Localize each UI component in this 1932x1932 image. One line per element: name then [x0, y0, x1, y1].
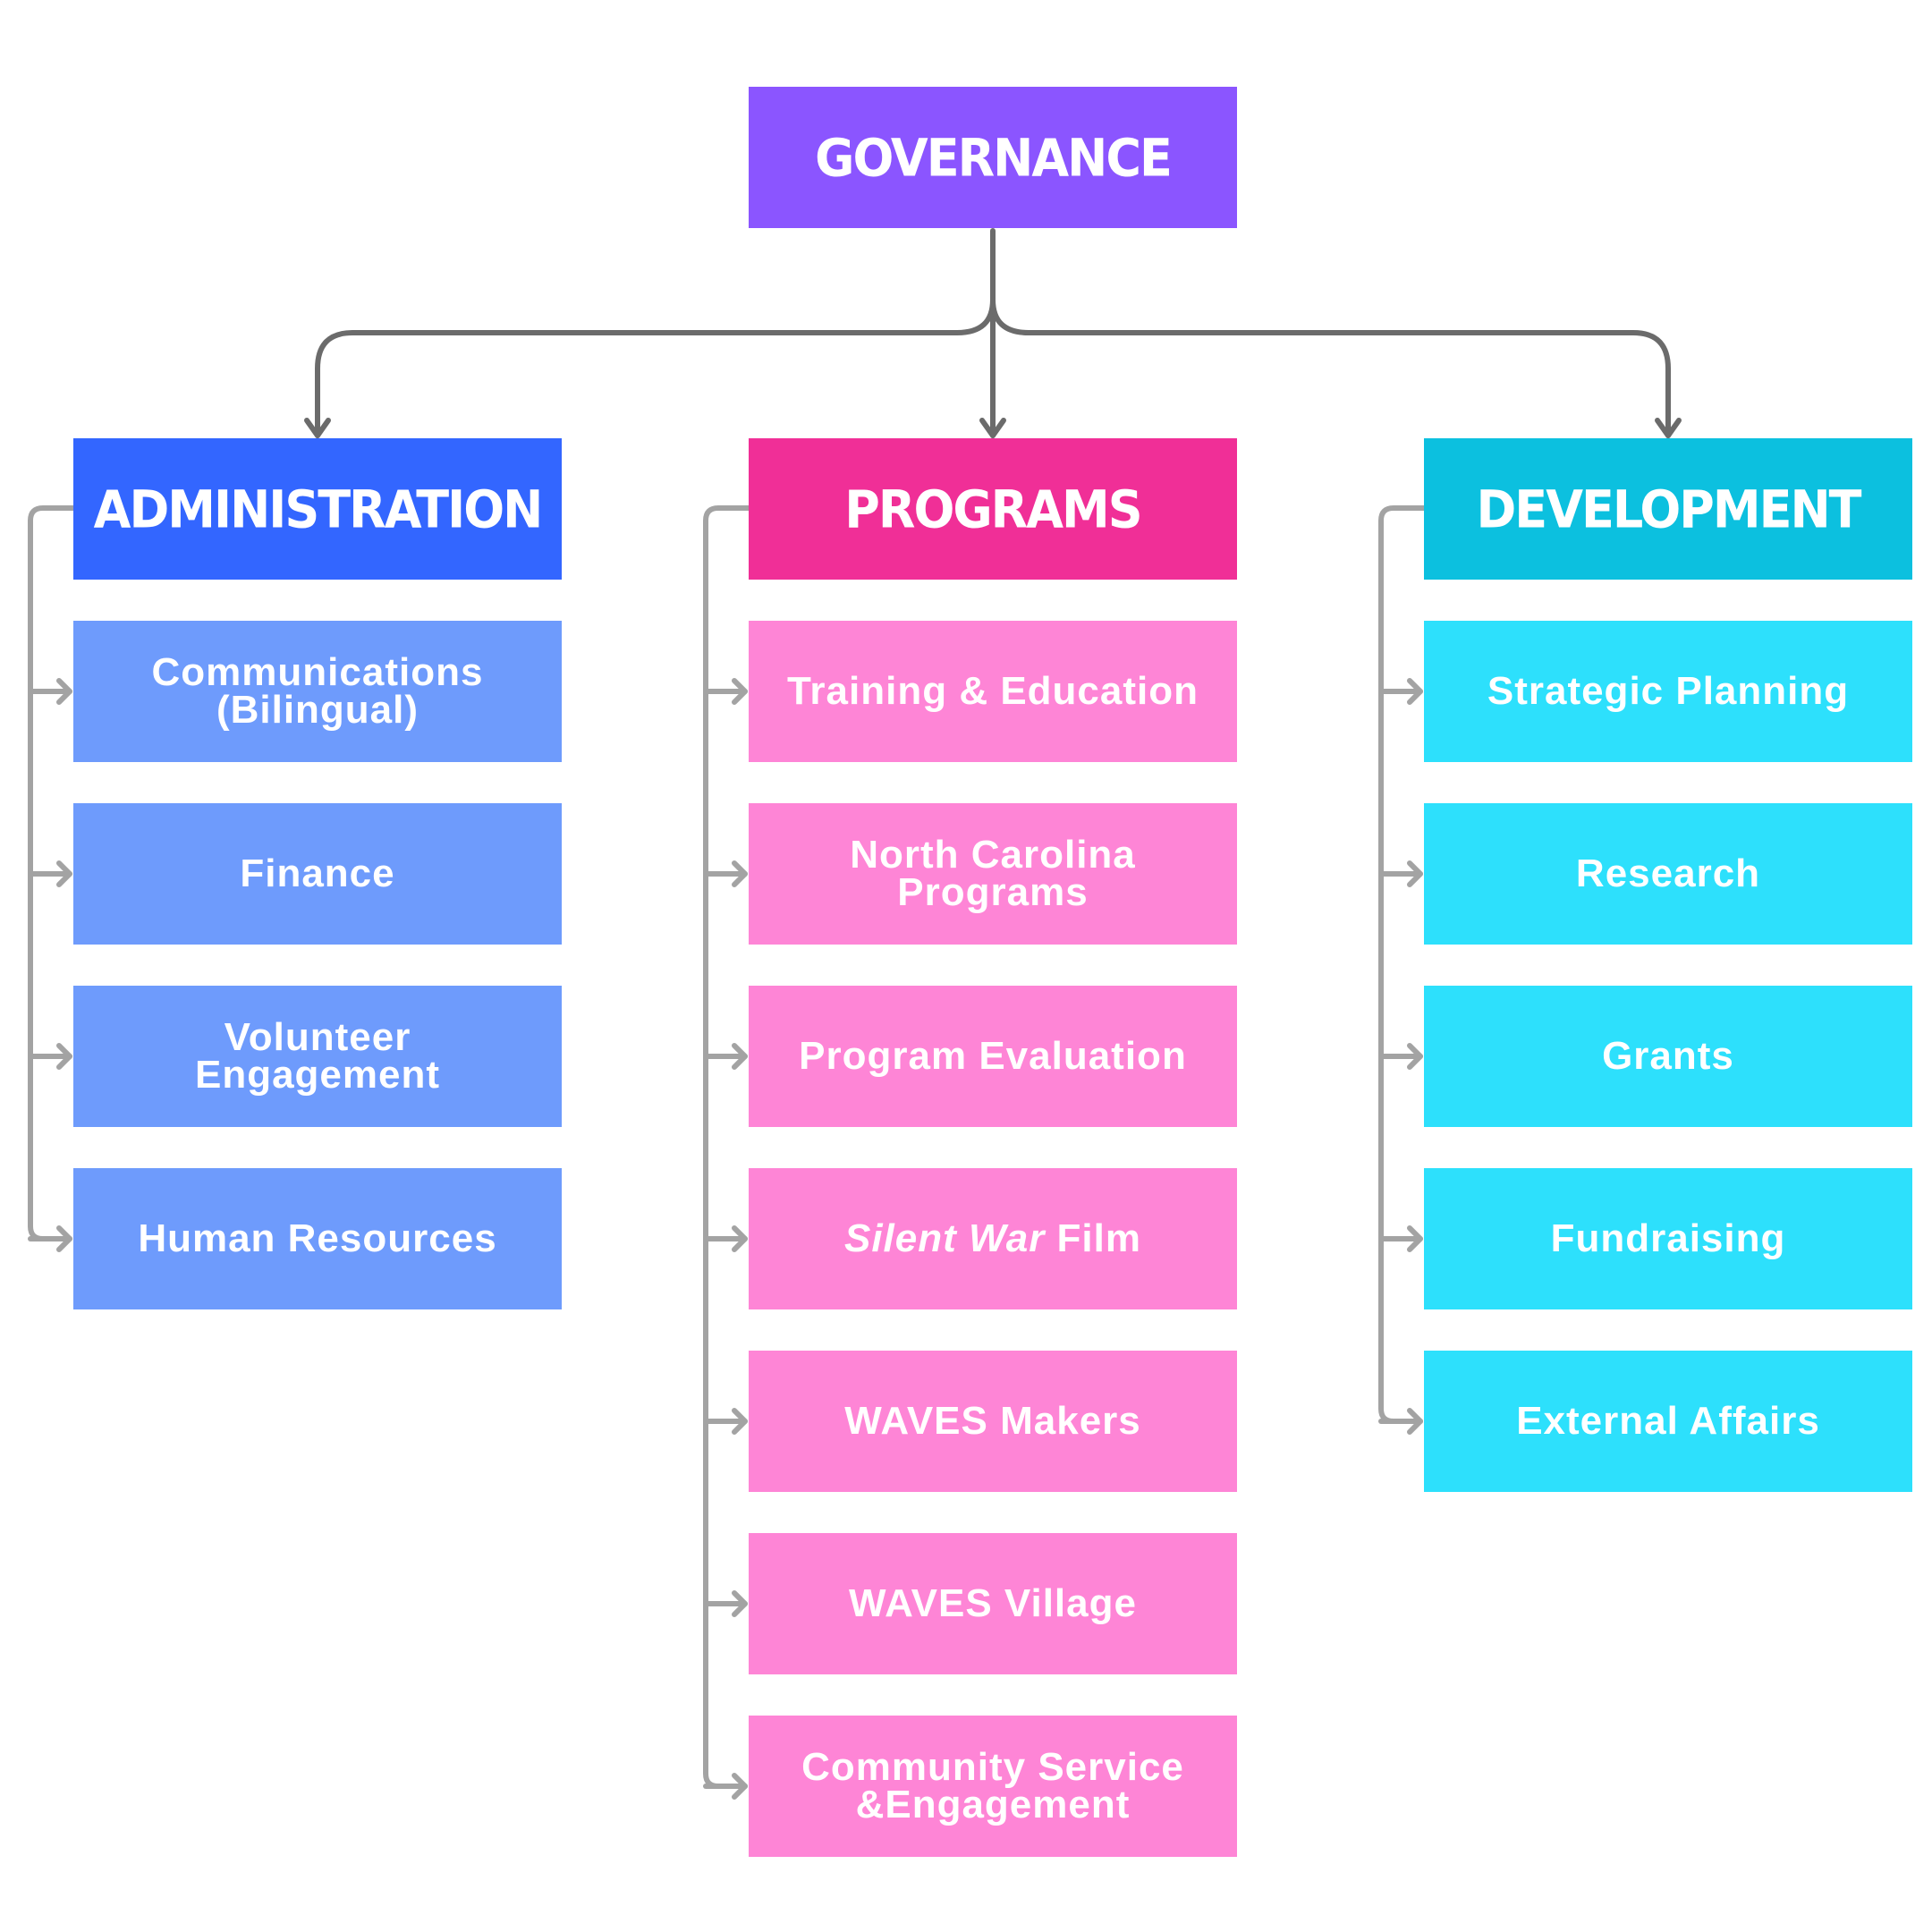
branch-arrowhead [732, 678, 748, 705]
branch-arrowhead [732, 1408, 748, 1435]
item-label: Finance [240, 852, 395, 895]
item-label-line2: (Bilingual) [216, 688, 419, 732]
branch-arrowhead [732, 860, 748, 887]
branch-arrowhead [56, 678, 72, 705]
item-label: Community Service &Engagement [801, 1748, 1184, 1826]
item-label-line2: Programs [897, 870, 1089, 914]
research-box[interactable]: Research [1424, 803, 1912, 945]
north-carolina-programs-box[interactable]: North Carolina Programs [749, 803, 1237, 945]
arrowhead-programs [979, 418, 1006, 438]
human-resources-box[interactable]: Human Resources [73, 1168, 562, 1309]
item-label-line1: Community Service [801, 1745, 1184, 1789]
development-box[interactable]: DEVELOPMENT [1424, 438, 1912, 580]
branch-arrowhead [732, 1225, 748, 1252]
programs-label: PROGRAMS [844, 478, 1142, 540]
bracket-spine [703, 505, 751, 1789]
governance-label: GOVERNANCE [815, 126, 1173, 189]
item-label-italic: Silent War [843, 1216, 1046, 1260]
branch-connectors [28, 505, 1427, 1800]
item-label: Strategic Planning [1487, 669, 1850, 713]
item-label-line2: &Engagement [855, 1783, 1131, 1826]
connector-governance-to-development [990, 297, 1671, 438]
finance-box[interactable]: Finance [73, 803, 562, 945]
waves-village-box[interactable]: WAVES Village [749, 1533, 1237, 1674]
volunteer-engagement-box[interactable]: Volunteer Engagement [73, 986, 562, 1127]
item-label: North Carolina Programs [850, 833, 1136, 914]
governance-connectors [304, 228, 1682, 438]
program-evaluation-box[interactable]: Program Evaluation [749, 986, 1237, 1127]
branch-arrowhead [732, 1043, 748, 1070]
branch-arrowhead [1407, 678, 1423, 705]
bracket-spine [1378, 505, 1427, 1424]
administration-box[interactable]: ADMINISTRATION [73, 438, 562, 580]
fundraising-box[interactable]: Fundraising [1424, 1168, 1912, 1309]
branch-arrowhead [732, 1773, 748, 1800]
connector-governance-to-administration [315, 297, 996, 438]
arrowhead-administration [304, 418, 331, 438]
item-label: Training & Education [786, 669, 1199, 713]
item-label-line1: Communications [151, 650, 484, 694]
item-label-line2: Engagement [194, 1053, 441, 1097]
development-label: DEVELOPMENT [1476, 478, 1861, 540]
branch-arrowhead [1407, 1225, 1423, 1252]
item-label-rest: Film [1045, 1216, 1142, 1260]
item-label: External Affairs [1516, 1399, 1820, 1443]
branch-arrowhead [1407, 860, 1423, 887]
programs-box[interactable]: PROGRAMS [749, 438, 1237, 580]
item-label-line1: Volunteer [224, 1015, 411, 1059]
branch-arrowhead [1407, 1408, 1423, 1435]
item-label: Human Resources [138, 1216, 497, 1260]
branch-arrowhead [56, 1043, 72, 1070]
administration-label: ADMINISTRATION [93, 478, 544, 540]
item-label: Fundraising [1550, 1216, 1786, 1260]
communications-box[interactable]: Communications (Bilingual) [73, 621, 562, 762]
item-label: Volunteer Engagement [194, 1018, 441, 1097]
branch-arrowhead [732, 1590, 748, 1617]
governance-box[interactable]: GOVERNANCE [749, 87, 1237, 228]
grants-box[interactable]: Grants [1424, 986, 1912, 1127]
arrowhead-development [1655, 418, 1682, 438]
strategic-planning-box[interactable]: Strategic Planning [1424, 621, 1912, 762]
waves-makers-box[interactable]: WAVES Makers [749, 1351, 1237, 1492]
item-label: Communications (Bilingual) [152, 653, 484, 732]
item-label: Program Evaluation [799, 1034, 1187, 1078]
item-label: WAVES Village [849, 1581, 1137, 1625]
item-label: Research [1575, 852, 1761, 895]
branch-arrowhead [56, 860, 72, 887]
community-service-engagement-box[interactable]: Community Service &Engagement [749, 1716, 1237, 1857]
branch-arrowhead [1407, 1043, 1423, 1070]
item-label-line1: North Carolina [850, 833, 1136, 877]
item-label: Silent War Film [844, 1219, 1141, 1258]
training-education-box[interactable]: Training & Education [749, 621, 1237, 762]
silent-war-film-box[interactable]: Silent War Film [749, 1168, 1237, 1309]
item-label: WAVES Makers [844, 1399, 1141, 1443]
item-label: Grants [1602, 1034, 1734, 1078]
external-affairs-box[interactable]: External Affairs [1424, 1351, 1912, 1492]
branch-arrowhead [56, 1225, 72, 1252]
